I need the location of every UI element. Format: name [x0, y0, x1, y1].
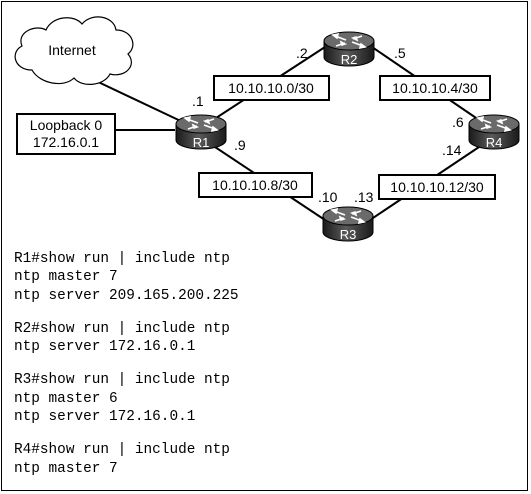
router-name: R1 [193, 135, 210, 150]
interface-label: .5 [394, 45, 406, 61]
router-name: R3 [340, 227, 357, 242]
loopback-box: Loopback 0 172.16.0.1 [16, 113, 116, 155]
cli-block-r4: R4#show run | include ntp ntp master 7 [14, 441, 239, 478]
cli-block-r3: R3#show run | include ntp ntp master 6 n… [14, 371, 239, 426]
cli-line: ntp server 172.16.0.1 [14, 409, 196, 426]
cli-line: R2#show run | include ntp [14, 320, 230, 337]
interface-label: .1 [192, 93, 204, 109]
cli-line: ntp server 172.16.0.1 [14, 339, 196, 356]
subnet-label: 10.10.10.4/30 [392, 80, 478, 96]
cli-line: ntp master 7 [14, 269, 118, 286]
loopback-ip: 172.16.0.1 [33, 134, 99, 150]
interface-label: .13 [354, 189, 374, 205]
router-r3: R3 [322, 206, 374, 242]
cloud-label: Internet [48, 42, 96, 58]
link-internet-r1 [93, 79, 188, 125]
cli-line: R4#show run | include ntp [14, 442, 230, 459]
router-name: R2 [341, 52, 358, 67]
cli-output: R1#show run | include ntp ntp master 7 n… [14, 250, 239, 493]
loopback-name: Loopback 0 [30, 117, 103, 133]
cli-block-r1: R1#show run | include ntp ntp master 7 n… [14, 250, 239, 305]
cli-line: R1#show run | include ntp [14, 251, 230, 267]
interface-label: .6 [452, 114, 464, 130]
internet-cloud: Internet [14, 16, 134, 85]
subnet-box-10-10-10-0: 10.10.10.0/30 [213, 75, 330, 101]
interface-label: .14 [442, 142, 462, 158]
interface-label: .2 [296, 45, 308, 61]
subnet-label: 10.10.10.8/30 [212, 177, 298, 193]
subnet-label: 10.10.10.0/30 [228, 80, 314, 96]
interface-label: .9 [234, 137, 246, 153]
cli-line: R3#show run | include ntp [14, 372, 230, 389]
router-r4: R4 [468, 114, 520, 150]
router-name: R4 [486, 135, 503, 150]
subnet-box-10-10-10-12: 10.10.10.12/30 [378, 174, 496, 200]
cli-line: ntp master 7 [14, 460, 118, 477]
router-r2: R2 [323, 31, 375, 67]
router-r1: R1 [175, 114, 227, 150]
cli-line: ntp master 6 [14, 390, 118, 407]
subnet-box-10-10-10-8: 10.10.10.8/30 [198, 172, 313, 198]
cli-line: ntp server 209.165.200.225 [14, 287, 239, 304]
interface-label: .10 [318, 189, 338, 205]
subnet-label: 10.10.10.12/30 [390, 179, 484, 195]
subnet-box-10-10-10-4: 10.10.10.4/30 [379, 75, 491, 101]
cli-block-r2: R2#show run | include ntp ntp server 172… [14, 320, 239, 357]
